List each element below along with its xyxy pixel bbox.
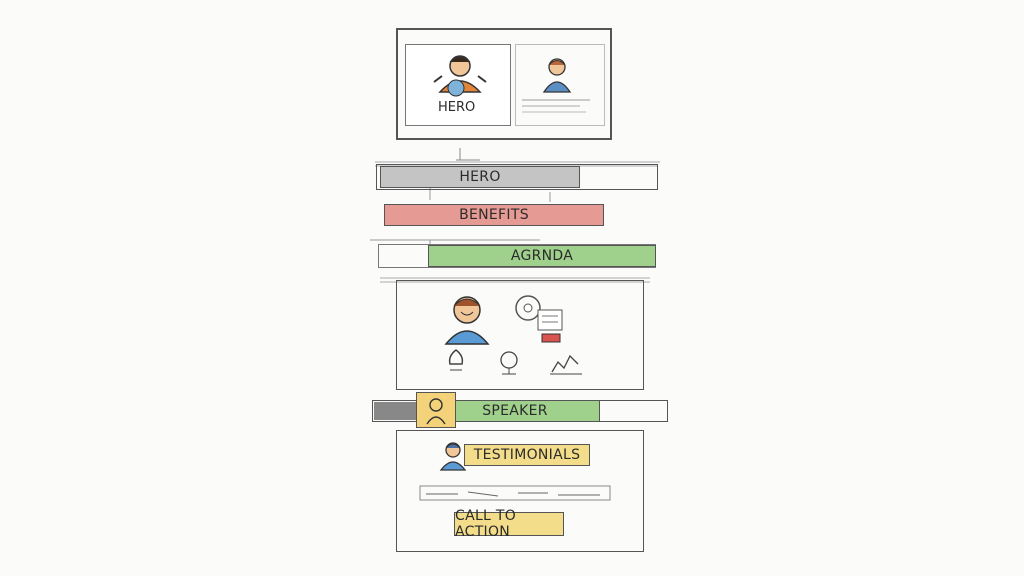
hero-person-icon <box>433 55 487 97</box>
benefits-section-bar: BENEFITS <box>384 204 604 226</box>
benefits-section-label: BENEFITS <box>459 207 529 223</box>
speaker-section-label: SPEAKER <box>482 403 548 419</box>
speaker-icon-box <box>416 392 456 428</box>
clock-icon <box>500 351 518 375</box>
speaker-section-bar: SPEAKER <box>430 400 600 422</box>
cta-section-bar: CALL TO ACTION <box>454 508 564 540</box>
avatar-icon <box>444 296 490 345</box>
hero-preview-frame <box>396 28 612 140</box>
agenda-section-label: AGRNDA <box>510 248 574 264</box>
speaker-icon <box>426 398 446 425</box>
connector-lines <box>370 148 660 283</box>
testimonial-lines <box>419 485 611 501</box>
testimonials-section-bar: TESTIMONIALS <box>464 444 590 466</box>
hero-section-label: HERO <box>459 169 501 185</box>
globe-icon <box>448 349 464 371</box>
chart-icon <box>550 354 582 375</box>
lower-content-frame <box>396 430 644 552</box>
speaker-outline-fill <box>374 402 418 420</box>
agenda-content-frame <box>396 280 644 390</box>
hero-outline <box>376 164 658 190</box>
hero-section-bar: HERO <box>380 166 580 188</box>
reviewer-icon <box>439 442 467 471</box>
cta-section-label: CALL TO ACTION <box>455 508 517 540</box>
gear-icon <box>515 295 563 343</box>
agenda-section-bar: AGRNDA <box>428 245 656 267</box>
hero-preview-text-lines <box>522 99 590 113</box>
testimonials-section-label: TESTIMONIALS <box>473 447 581 463</box>
hero-preview-right-panel <box>515 44 605 126</box>
person-icon <box>542 58 572 93</box>
hero-preview-label: HERO <box>438 100 476 115</box>
